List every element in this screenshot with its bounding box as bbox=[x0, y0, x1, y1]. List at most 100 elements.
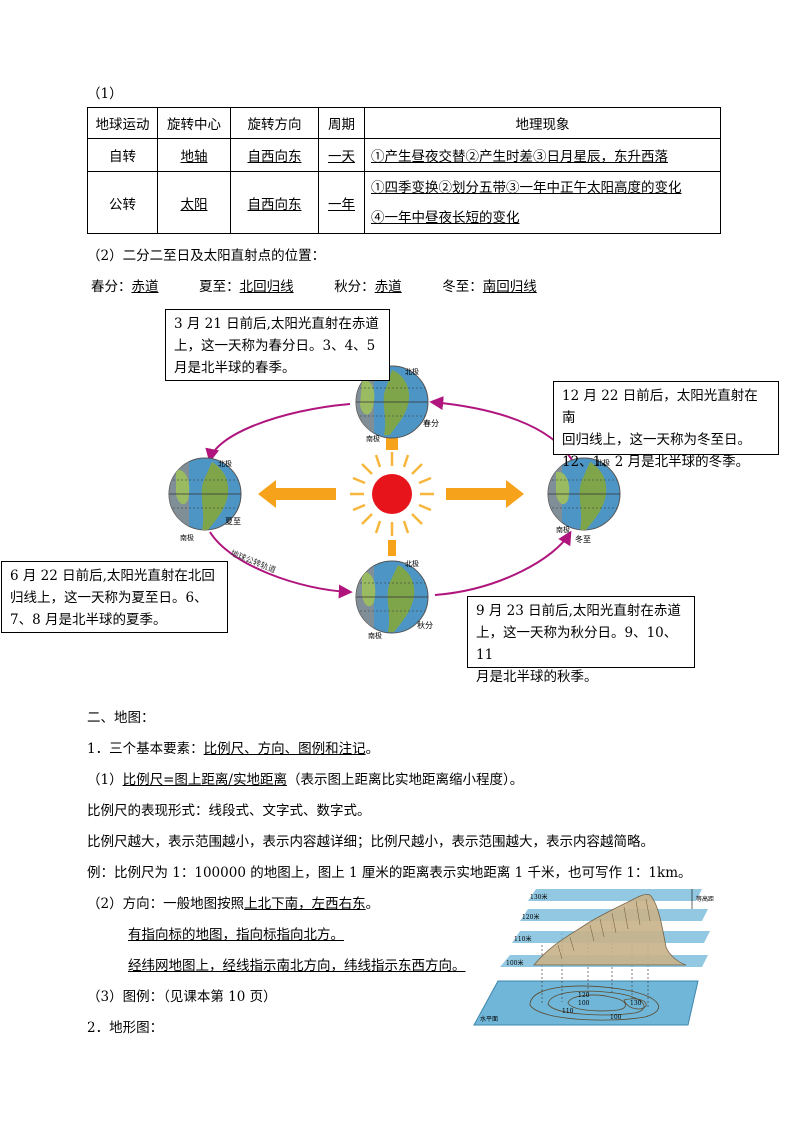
contour-value: 100 bbox=[610, 1014, 622, 1021]
base-plane-label: 水平面 bbox=[480, 1015, 498, 1023]
callout-line: 回归线上，这一天称为冬至日。 bbox=[562, 432, 751, 448]
section-1-marker: （1） bbox=[87, 86, 123, 102]
underlined-value: 比例尺=图上距离/实地距离 bbox=[122, 772, 287, 788]
contour-value: 120 bbox=[578, 992, 590, 999]
layer-label: 130米 bbox=[530, 893, 547, 901]
phenomena-line: ①四季变换②划分五带③一年中正午太阳高度的变化 bbox=[371, 179, 682, 196]
callout-line: 月是北半球的秋季。 bbox=[476, 669, 598, 685]
solstice-label: 夏至： bbox=[199, 279, 240, 295]
period-cell: 一年 bbox=[328, 196, 355, 213]
motion-cell: 自转 bbox=[87, 138, 158, 172]
contour-lines bbox=[529, 985, 659, 1021]
center-cell: 太阳 bbox=[180, 196, 208, 213]
globe-season-label: 夏至 bbox=[225, 517, 241, 526]
table-row: 公转 太阳 自西向东 一年 ①四季变换②划分五带③一年中正午太阳高度的变化 ④一… bbox=[87, 171, 721, 234]
direction-cell: 自西向东 bbox=[247, 196, 302, 213]
base-plane bbox=[473, 980, 699, 1026]
table-header-cell: 地理现象 bbox=[364, 107, 721, 139]
map-item-1: 1．三个基本要素：比例尺、方向、图例和注记。 bbox=[87, 737, 379, 757]
text-prefix: 1．三个基本要素： bbox=[87, 741, 204, 757]
solstice-value: 北回归线 bbox=[239, 279, 294, 295]
sun-icon bbox=[350, 452, 434, 536]
phenomena-line: ①产生昼夜交替②产生时差③日月星辰，东升西落 bbox=[371, 149, 668, 165]
earth-orbit-diagram: 地球公转轨道 北极 南极 bbox=[168, 365, 621, 640]
callout-line: 上，这一天称为秋分日。9、10、11 bbox=[476, 625, 678, 663]
underlined-value: 比例尺、方向、图例和注记 bbox=[203, 741, 366, 757]
callout-winter: 12 月 22 日前后，太阳光直射在南 回归线上，这一天称为冬至日。 12、1、… bbox=[553, 381, 779, 470]
callout-line: 12、1、2 月是北半球的冬季。 bbox=[562, 454, 750, 470]
period-cell: 一天 bbox=[328, 149, 355, 165]
table-header-cell: 旋转方向 bbox=[230, 107, 319, 139]
layer-label: 110米 bbox=[514, 935, 531, 943]
callout-line: 9 月 23 日前后,太阳光直射在赤道 bbox=[476, 603, 681, 619]
callout-line: 月是北半球的春季。 bbox=[174, 360, 296, 376]
solstice-label: 冬至： bbox=[442, 279, 483, 295]
interval-label: 等高距 bbox=[696, 895, 714, 903]
globe-south-label: 南极 bbox=[366, 434, 380, 443]
center-cell: 地轴 bbox=[180, 149, 208, 165]
globe-season-label: 冬至 bbox=[575, 534, 591, 544]
contour-value: 110 bbox=[562, 1008, 574, 1015]
solstice-label: 秋分： bbox=[334, 279, 375, 295]
terrain-shape bbox=[533, 894, 687, 966]
text-suffix: 。 bbox=[365, 896, 380, 912]
terrain-hatching bbox=[557, 898, 651, 960]
table-header-cell: 地球运动 bbox=[87, 107, 158, 139]
callout-line: 12 月 22 日前后，太阳光直射在南 bbox=[562, 388, 758, 426]
globe-south-label: 南极 bbox=[180, 533, 194, 542]
map-section-title: 二、地图： bbox=[87, 710, 155, 726]
globe-north-label: 北极 bbox=[596, 458, 610, 467]
table-row: 自转 地轴 自西向东 一天 ①产生昼夜交替②产生时差③日月星辰，东升西落 bbox=[87, 138, 721, 172]
table-header-cell: 旋转中心 bbox=[157, 107, 231, 139]
layer-label: 120米 bbox=[522, 913, 539, 921]
earth-motion-table: 地球运动 旋转中心 旋转方向 周期 地理现象 自转 地轴 自西向东 一天 ①产生… bbox=[87, 107, 721, 234]
scale-rule: 比例尺越大，表示范围越小，表示内容越详细；比例尺越小，表示范围越大，表示内容越简… bbox=[87, 834, 654, 850]
globe-autumn: 北极 南极 秋分 bbox=[355, 559, 433, 640]
callout-autumn: 9 月 23 日前后,太阳光直射在赤道 上，这一天称为秋分日。9、10、11 月… bbox=[467, 596, 695, 685]
phenomena-line: ④一年中昼夜长短的变化 bbox=[371, 209, 520, 226]
globe-south-label: 南极 bbox=[368, 631, 382, 640]
solstice-label: 春分： bbox=[91, 279, 132, 295]
orbit-label: 地球公转轨道 bbox=[229, 548, 277, 575]
motion-cell: 公转 bbox=[87, 171, 158, 234]
legend-line: （3）图例：（见课本第 10 页） bbox=[87, 989, 277, 1005]
contour-layers-figure: 130米 120米 110米 100米 100 110 120 130 100 … bbox=[473, 889, 714, 1026]
solstice-value: 南回归线 bbox=[482, 279, 537, 295]
globe-season-label: 春分 bbox=[423, 418, 439, 428]
text-suffix: 。 bbox=[365, 741, 380, 757]
layer-label: 100米 bbox=[506, 959, 523, 967]
solstice-value: 赤道 bbox=[131, 279, 159, 295]
callout-spring: 3 月 21 日前后,太阳光直射在赤道 上，这一天称为春分日。3、4、5 月是北… bbox=[165, 309, 390, 381]
direction-grid-rule: 经纬网地图上，经线指示南北方向，纬线指示东西方向。 bbox=[128, 958, 466, 974]
table-header-cell: 周期 bbox=[318, 107, 365, 139]
direction-line: （2）方向：一般地图按照上北下南，左西右东。 bbox=[87, 892, 379, 912]
solstice-value: 赤道 bbox=[374, 279, 402, 295]
table-header-row: 地球运动 旋转中心 旋转方向 周期 地理现象 bbox=[87, 107, 721, 139]
globe-season-label: 秋分 bbox=[417, 620, 433, 630]
text-prefix: （2）方向：一般地图按照 bbox=[87, 896, 245, 912]
map-item-2: 2．地形图： bbox=[87, 1020, 164, 1036]
contour-value: 130 bbox=[630, 1000, 642, 1007]
callout-line: 3 月 21 日前后,太阳光直射在赤道 bbox=[174, 316, 379, 332]
globe-spring: 北极 南极 春分 bbox=[355, 365, 439, 443]
direction-arrow-rule: 有指向标的地图，指向标指向北方。 bbox=[128, 927, 344, 943]
callout-summer: 6 月 22 日前后,太阳光直射在北回 归线上，这一天称为夏至日。6、 7、8 … bbox=[1, 561, 228, 633]
underlined-value: 上北下南，左西右东 bbox=[244, 896, 366, 912]
layer-plane bbox=[528, 889, 702, 901]
solstice-row: 春分：赤道 夏至：北回归线 秋分：赤道 冬至：南回归线 bbox=[91, 275, 537, 295]
text-suffix: （表示图上距离比实地距离缩小程度）。 bbox=[286, 772, 524, 788]
text-prefix: （1） bbox=[87, 772, 123, 788]
scale-example: 例：比例尺为 1：100000 的地图上，图上 1 厘米的距离表示实地距离 1 … bbox=[87, 865, 692, 881]
callout-line: 7、8 月是北半球的夏季。 bbox=[10, 612, 167, 628]
callout-line: 上，这一天称为春分日。3、4、5 bbox=[174, 338, 376, 354]
globe-north-label: 北极 bbox=[405, 367, 419, 376]
globe-summer: 北极 南极 夏至 bbox=[168, 457, 242, 542]
section-2-title: （2）二分二至日及太阳直射点的位置： bbox=[87, 248, 326, 264]
globe-north-label: 北极 bbox=[405, 559, 419, 568]
scale-line: （1）比例尺=图上距离/实地距离（表示图上距离比实地距离缩小程度）。 bbox=[87, 768, 523, 788]
callout-line: 6 月 22 日前后,太阳光直射在北回 bbox=[10, 568, 215, 584]
globe-south-label: 南极 bbox=[556, 525, 570, 534]
contour-value: 100 bbox=[578, 1000, 590, 1007]
direction-cell: 自西向东 bbox=[247, 149, 302, 165]
callout-line: 归线上，这一天称为夏至日。6、 bbox=[10, 590, 208, 606]
